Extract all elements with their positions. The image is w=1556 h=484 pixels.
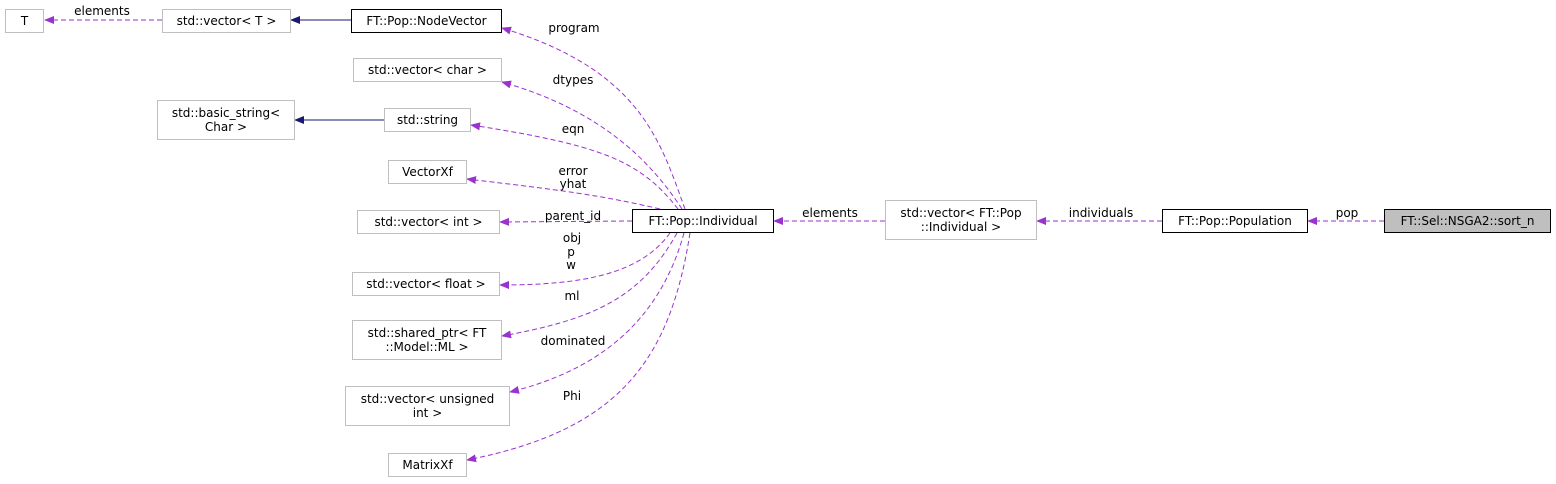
edge-label-ml: ml bbox=[564, 289, 580, 303]
edge-label-eqn: eqn bbox=[561, 122, 585, 136]
edge-label-phi: Phi bbox=[562, 389, 582, 403]
edge-label-program: program bbox=[548, 21, 600, 35]
edge-dominated bbox=[509, 232, 685, 394]
node-vector-unsigned-int-label-2: int > bbox=[412, 406, 443, 420]
edge-label-p: p bbox=[567, 245, 575, 259]
node-basic-string-label-2: Char > bbox=[204, 120, 248, 134]
node-vectorxf-label: VectorXf bbox=[402, 165, 453, 179]
node-individual-label: FT::Pop::Individual bbox=[648, 214, 758, 228]
edge-label-pop: pop bbox=[1335, 206, 1359, 220]
node-basic-string-label-1: std::basic_string< bbox=[171, 106, 281, 120]
edge-dtypes bbox=[501, 80, 683, 210]
node-population[interactable]: FT::Pop::Population bbox=[1162, 209, 1308, 233]
node-shared-ptr-label-1: std::shared_ptr< FT bbox=[367, 326, 487, 340]
node-matrixxf[interactable]: MatrixXf bbox=[388, 453, 467, 477]
node-vector-char-label: std::vector< char > bbox=[368, 63, 487, 77]
node-vector-individual-label-1: std::vector< FT::Pop bbox=[900, 206, 1022, 220]
edge-label-individuals: individuals bbox=[1068, 206, 1134, 220]
edge-label-w: w bbox=[566, 258, 576, 272]
edge-label-elements-T: elements bbox=[74, 4, 130, 18]
node-shared-ptr[interactable]: std::shared_ptr< FT ::Model::ML > bbox=[352, 320, 502, 360]
node-vector-unsigned-int[interactable]: std::vector< unsigned int > bbox=[345, 386, 510, 426]
node-std-vector-T[interactable]: std::vector< T > bbox=[162, 9, 291, 33]
node-vector-float-label: std::vector< float > bbox=[366, 277, 486, 291]
edge-eqn bbox=[470, 122, 679, 210]
node-shared-ptr-label-2: ::Model::ML > bbox=[385, 340, 469, 354]
node-vectorxf[interactable]: VectorXf bbox=[388, 160, 467, 184]
edge-parent-id bbox=[499, 217, 633, 226]
node-vector-int[interactable]: std::vector< int > bbox=[357, 210, 500, 234]
node-matrixxf-label: MatrixXf bbox=[402, 458, 453, 472]
edge-phi bbox=[466, 232, 691, 463]
edge-label-yhat: yhat bbox=[559, 177, 587, 191]
node-vector-individual[interactable]: std::vector< FT::Pop ::Individual > bbox=[885, 200, 1037, 240]
edge-label-parent-id: parent_id bbox=[544, 209, 602, 223]
edge-label-error: error bbox=[558, 164, 588, 178]
edge-obj-p-w bbox=[499, 232, 671, 289]
edge-label-dtypes: dtypes bbox=[552, 73, 594, 87]
edge-label-dominated: dominated bbox=[540, 334, 606, 348]
node-vector-unsigned-int-label-1: std::vector< unsigned bbox=[360, 392, 495, 406]
node-T-label: T bbox=[20, 14, 29, 28]
node-sort-n: FT::Sel::NSGA2::sort_n bbox=[1384, 209, 1551, 233]
node-basic-string[interactable]: std::basic_string< Char > bbox=[157, 100, 295, 140]
node-sort-n-label: FT::Sel::NSGA2::sort_n bbox=[1400, 214, 1535, 228]
node-individual[interactable]: FT::Pop::Individual bbox=[632, 209, 774, 233]
edge-program bbox=[501, 26, 686, 210]
node-vector-float[interactable]: std::vector< float > bbox=[352, 272, 500, 296]
node-T[interactable]: T bbox=[5, 9, 44, 33]
node-vector-char[interactable]: std::vector< char > bbox=[353, 58, 502, 82]
node-std-vector-T-label: std::vector< T > bbox=[176, 14, 277, 28]
node-nodevector-label: FT::Pop::NodeVector bbox=[366, 14, 487, 28]
node-population-label: FT::Pop::Population bbox=[1178, 214, 1292, 228]
edge-error-yhat bbox=[466, 176, 661, 210]
node-std-string[interactable]: std::string bbox=[384, 108, 471, 132]
edge-ml bbox=[501, 232, 678, 339]
node-std-string-label: std::string bbox=[396, 113, 459, 127]
node-nodevector[interactable]: FT::Pop::NodeVector bbox=[351, 9, 502, 33]
node-vector-int-label: std::vector< int > bbox=[374, 215, 483, 229]
edge-label-elements-individual: elements bbox=[802, 206, 858, 220]
node-vector-individual-label-2: ::Individual > bbox=[920, 220, 1002, 234]
edge-label-obj: obj bbox=[562, 231, 582, 245]
